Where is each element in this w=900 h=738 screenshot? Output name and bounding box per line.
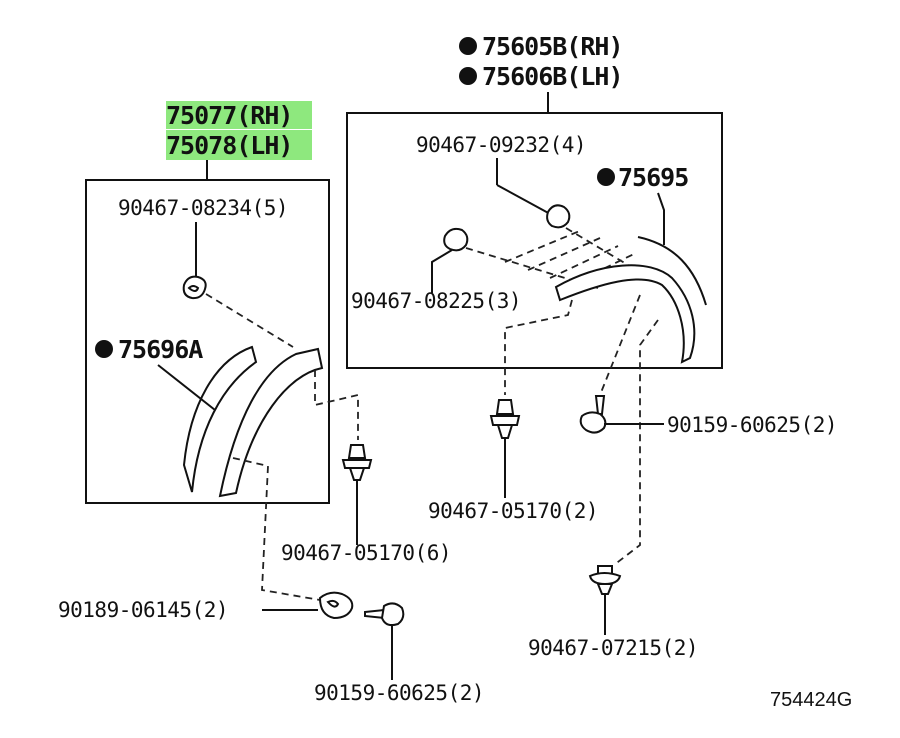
dash-08234-to-molding bbox=[205, 293, 294, 348]
clip-90467-07215-icon bbox=[588, 565, 622, 595]
bullet-75696a bbox=[95, 340, 113, 358]
label-75077: 75077(RH) bbox=[166, 101, 292, 130]
bullet-75606b bbox=[459, 67, 477, 85]
bullet-75605b bbox=[459, 37, 477, 55]
label-90467-08225: 90467-08225(3) bbox=[351, 289, 521, 313]
label-90467-07215: 90467-07215(2) bbox=[528, 636, 698, 660]
leader-75696a bbox=[157, 364, 216, 411]
catalog-number: 754424G bbox=[770, 689, 852, 711]
screw-90159-60625-bottom-icon bbox=[364, 602, 405, 627]
label-90467-08234: 90467-08234(5) bbox=[118, 196, 288, 220]
screw-90159-60625-right-icon bbox=[579, 395, 607, 434]
label-75605b: 75605B(RH) bbox=[482, 32, 623, 61]
dash-right-to-screw-60625 bbox=[599, 294, 641, 396]
dash-right-to-clip-07215 bbox=[613, 319, 659, 566]
label-75606b: 75606B(LH) bbox=[482, 62, 623, 91]
leader-90467-09232b bbox=[496, 184, 553, 216]
clip-90467-05170-left-icon bbox=[341, 444, 373, 481]
clip-90467-08225-icon bbox=[443, 227, 469, 252]
label-75696a: 75696A bbox=[118, 335, 203, 364]
clip-90467-09232-icon bbox=[546, 204, 571, 229]
dash-molding-to-clip-05170 bbox=[314, 370, 359, 440]
dash-right-to-clip-05170 bbox=[504, 299, 573, 395]
label-90467-05170-right: 90467-05170(2) bbox=[428, 499, 598, 523]
dash-molding-to-nut-06145 bbox=[232, 457, 321, 601]
molding-75695-icon bbox=[554, 236, 707, 364]
dash-grid-right bbox=[465, 227, 635, 289]
clip-90467-08234-icon bbox=[182, 275, 207, 300]
leader-75695 bbox=[657, 192, 665, 245]
label-75078: 75078(LH) bbox=[166, 131, 292, 160]
label-75695: 75695 bbox=[618, 163, 688, 192]
leader-90467-08225 bbox=[431, 249, 453, 293]
label-90467-09232: 90467-09232(4) bbox=[416, 133, 586, 157]
right-assembly-box bbox=[346, 112, 723, 369]
clip-90467-05170-right-icon bbox=[489, 399, 521, 439]
highlight-75077 bbox=[166, 101, 312, 129]
label-90159-60625-bottom: 90159-60625(2) bbox=[314, 681, 484, 705]
molding-75696a-icon bbox=[182, 345, 324, 498]
nut-90189-06145-icon bbox=[318, 591, 354, 620]
label-90467-05170-left: 90467-05170(6) bbox=[281, 541, 451, 565]
label-90159-60625-right: 90159-60625(2) bbox=[667, 413, 837, 437]
bullet-75695 bbox=[597, 168, 615, 186]
highlight-75078 bbox=[166, 130, 312, 160]
label-90189-06145: 90189-06145(2) bbox=[58, 598, 228, 622]
